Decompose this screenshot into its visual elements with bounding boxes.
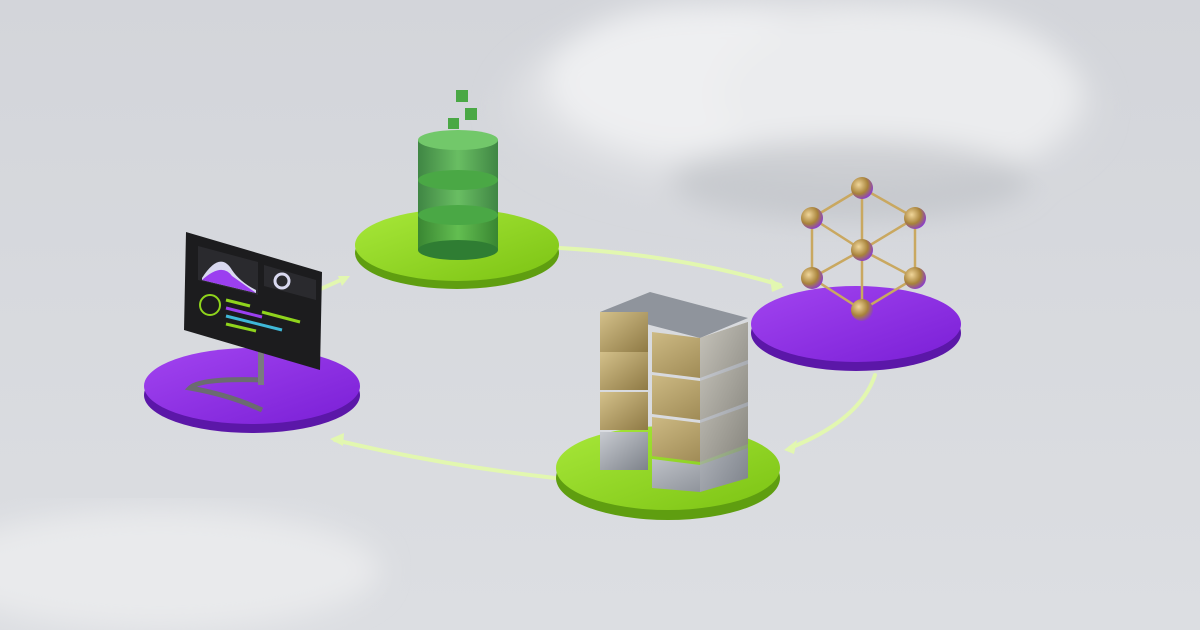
- cloud-bottom-left: [0, 510, 380, 630]
- monitor-platform: [144, 348, 360, 433]
- server-rack-icon: [600, 292, 748, 492]
- cloud-icon: [500, 0, 1100, 220]
- database-icon: [418, 90, 498, 260]
- molecule-platform: [751, 286, 961, 371]
- arrow-heads: [330, 276, 797, 454]
- molecule-icon: [801, 177, 926, 321]
- monitor-dashboard-icon: [184, 232, 322, 413]
